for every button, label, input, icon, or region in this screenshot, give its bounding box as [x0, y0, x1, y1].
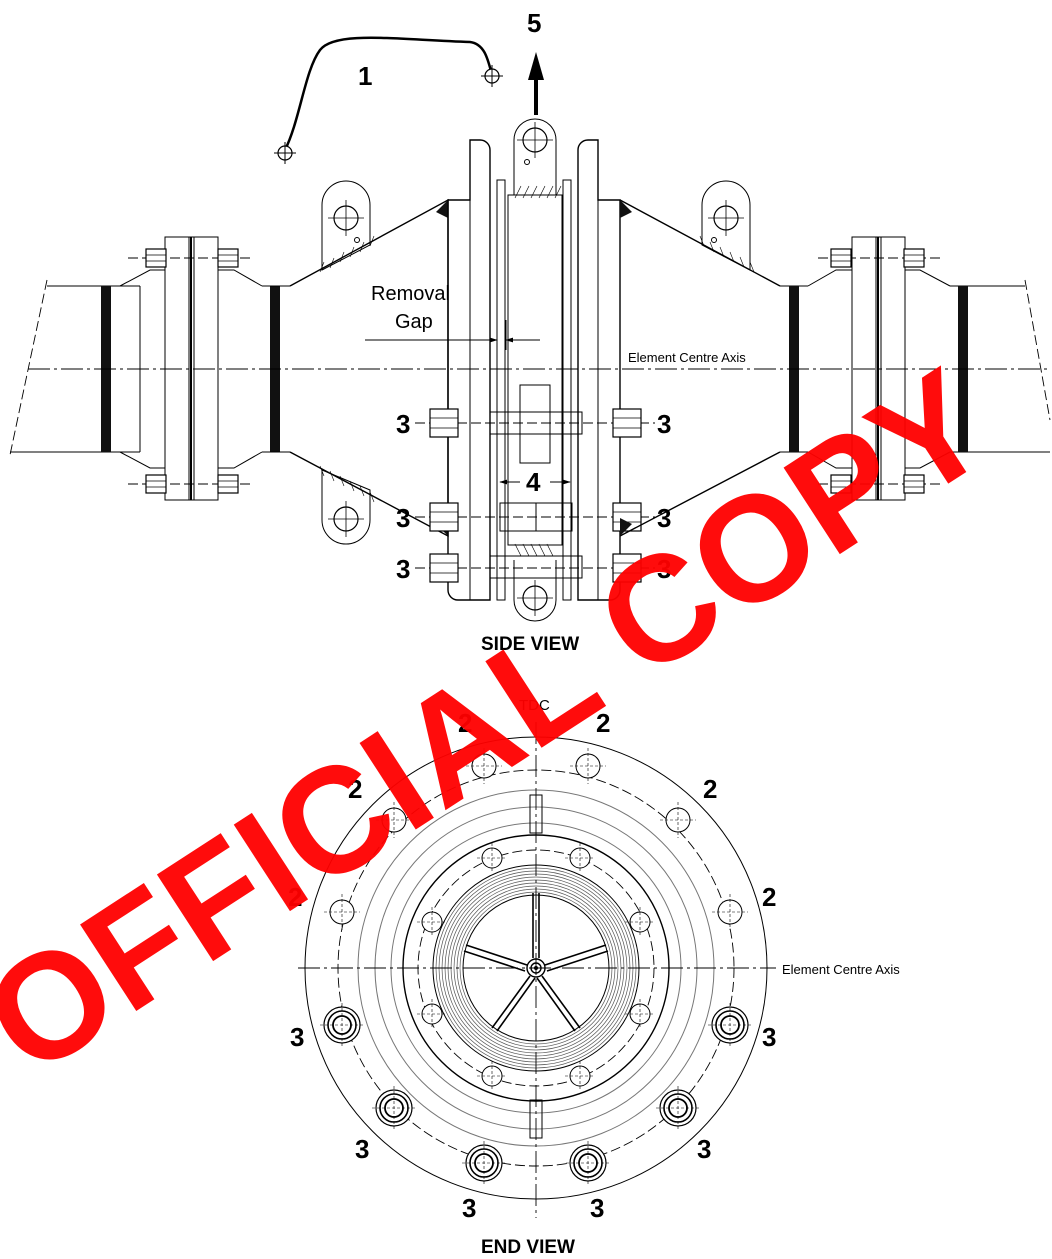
removal-gap-dimension: [365, 320, 540, 350]
callout-3-end-bottom-left: 3: [462, 1193, 476, 1223]
housing-bolts: [415, 408, 655, 583]
removal-gap-label-2: Gap: [395, 311, 433, 333]
callout-3-end-left: 3: [290, 1022, 304, 1052]
callout-1: 1: [358, 61, 372, 91]
callout-2-top-right: 2: [596, 708, 610, 738]
earth-cable-1: [273, 36, 504, 165]
callout-2-upper-left: 2: [348, 774, 362, 804]
housing-flanges: [447, 139, 621, 601]
callout-4: 4: [526, 467, 541, 497]
callout-3-end-right: 3: [762, 1022, 776, 1052]
element-plate: [507, 118, 563, 622]
lift-arrow-5: [528, 52, 544, 115]
tdc-label: TDC: [519, 697, 550, 714]
callout-3-left-bottom: 3: [396, 554, 410, 584]
callout-3-right-bottom: 3: [657, 554, 671, 584]
removal-gap-label-1: Removal: [371, 283, 450, 305]
end-view-title: END VIEW: [481, 1237, 575, 1258]
end-axis-label: Element Centre Axis: [782, 962, 900, 977]
callout-3-right-mid: 3: [657, 503, 671, 533]
callout-3-end-lower-left: 3: [355, 1134, 369, 1164]
callout-2-mid-left: 2: [288, 882, 302, 912]
left-flange-pair: [119, 236, 290, 501]
side-view-title: SIDE VIEW: [481, 634, 579, 655]
callout-2-upper-right: 2: [703, 774, 717, 804]
callout-3-left-mid: 3: [396, 503, 410, 533]
callout-2-mid-right: 2: [762, 882, 776, 912]
callout-3-left-top: 3: [396, 409, 410, 439]
side-view: 1 5 4 3 3 3 3 3 3 Removal Gap Element Ce…: [9, 8, 1051, 655]
callout-5: 5: [527, 8, 541, 38]
left-pipe: [9, 279, 141, 456]
callout-3-right-top: 3: [657, 409, 671, 439]
end-view: TDC Element Centre Axis 2 2 2 2 2 2 3 3 …: [288, 697, 900, 1258]
left-cone: [289, 180, 449, 545]
right-cone: [619, 180, 781, 537]
side-axis-label: Element Centre Axis: [628, 350, 746, 365]
callout-2-top-left: 2: [458, 708, 472, 738]
callout-3-end-bottom-right: 3: [590, 1193, 604, 1223]
callout-3-end-lower-right: 3: [697, 1134, 711, 1164]
